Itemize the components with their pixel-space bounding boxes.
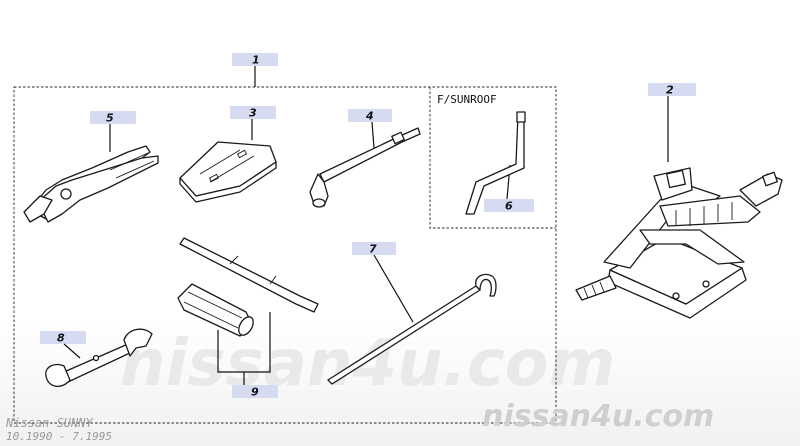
svg-text:1: 1: [252, 54, 260, 67]
sunroof-handle-part[interactable]: [465, 111, 526, 215]
svg-text:3: 3: [249, 107, 257, 120]
tool-bag-part[interactable]: [179, 141, 277, 203]
callout-2[interactable]: 2: [648, 83, 696, 97]
svg-text:2: 2: [666, 84, 674, 97]
svg-text:5: 5: [106, 112, 114, 125]
callout-8[interactable]: 8: [40, 331, 86, 345]
screwdriver-handle-part[interactable]: [177, 283, 256, 338]
svg-text:4: 4: [365, 110, 374, 123]
spanner-part[interactable]: [45, 328, 153, 387]
svg-text:6: 6: [505, 200, 513, 213]
callout-7[interactable]: 7: [352, 242, 396, 256]
svg-text:8: 8: [57, 332, 65, 345]
watermark-corner: nissan4u.com: [482, 399, 714, 434]
sunroof-boundary: [429, 87, 556, 229]
sunroof-label: F/SUNROOF: [437, 93, 497, 106]
callout-6[interactable]: 6: [484, 199, 534, 213]
callout-5[interactable]: 5: [90, 111, 136, 125]
jack-handle-part[interactable]: [327, 273, 497, 385]
watermark-center: nissan4u.com: [120, 327, 615, 401]
callout-1[interactable]: 1: [232, 53, 278, 67]
model-years: 10.1990 - 7.1995: [6, 430, 112, 443]
scissor-jack-part[interactable]: [575, 167, 783, 319]
tool-kit-boundary: [13, 86, 557, 424]
screwdriver-blade-part[interactable]: [179, 237, 319, 313]
model-name: Nissan SUNNY: [5, 416, 93, 430]
callout-4[interactable]: 4: [348, 109, 392, 123]
svg-text:9: 9: [251, 386, 259, 399]
callout-3[interactable]: 3: [230, 106, 276, 120]
wheel-nut-wrench-part[interactable]: [309, 127, 421, 208]
callout-9[interactable]: 9: [232, 385, 278, 399]
svg-text:7: 7: [369, 243, 377, 256]
pliers-part[interactable]: [23, 145, 159, 223]
